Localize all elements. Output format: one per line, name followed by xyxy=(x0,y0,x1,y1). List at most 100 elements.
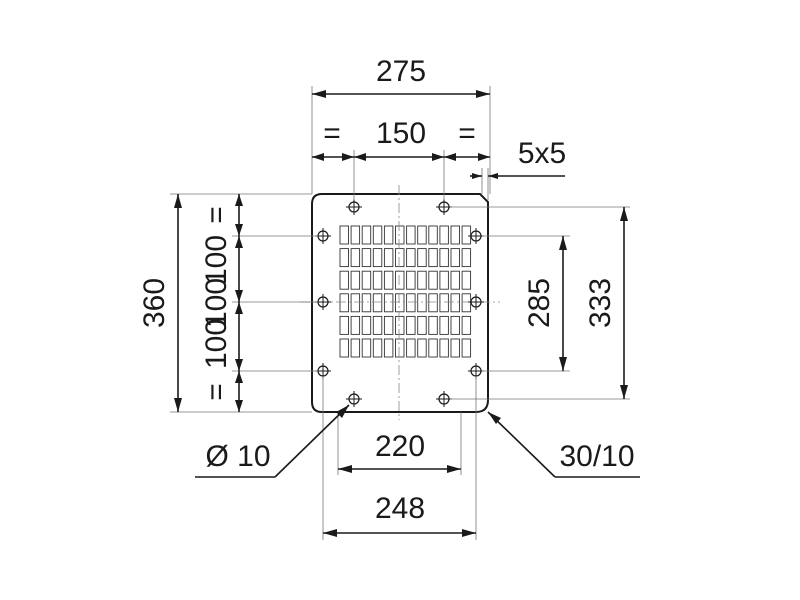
grille-slot xyxy=(350,293,361,313)
mounting-holes xyxy=(315,199,484,407)
grille-slot xyxy=(450,338,460,358)
grille-slot xyxy=(406,225,416,245)
grille-slot xyxy=(339,315,349,335)
grille-slot xyxy=(383,270,394,290)
grille-slot xyxy=(361,293,372,313)
grille-slot xyxy=(372,315,383,335)
vertical-pitch-2-label: 100 xyxy=(200,278,233,328)
grille-slot xyxy=(383,315,394,335)
grille-slot xyxy=(428,270,438,290)
grille-slot xyxy=(417,293,427,313)
grille-slot xyxy=(339,293,349,313)
grille-slot xyxy=(372,338,383,358)
grille-slot xyxy=(395,338,405,358)
grille-slot xyxy=(461,270,472,290)
center-lines xyxy=(300,185,500,420)
hole-icon xyxy=(436,391,452,407)
grille-width-label: 220 xyxy=(375,430,425,463)
grille-slot xyxy=(395,248,405,268)
grille-slot xyxy=(461,293,472,313)
grille-slot xyxy=(339,338,349,358)
grille-slot xyxy=(406,293,416,313)
grille-slot xyxy=(450,270,460,290)
grille-slot xyxy=(372,293,383,313)
side-hole-spacing-label: 248 xyxy=(375,492,425,525)
grille-slot xyxy=(383,338,394,358)
side-hole-height-label: 285 xyxy=(523,278,556,328)
grille-slot xyxy=(372,248,383,268)
grille-slot xyxy=(428,338,438,358)
grille-slot xyxy=(361,225,372,245)
grille-slot xyxy=(461,338,472,358)
grille-slot xyxy=(339,225,349,245)
grille-slot xyxy=(406,248,416,268)
grille-slot xyxy=(383,225,394,245)
grille-slot xyxy=(439,248,449,268)
overall-height-label: 360 xyxy=(138,278,171,328)
grille-slot xyxy=(339,248,349,268)
grille-slot xyxy=(350,338,361,358)
extension-lines xyxy=(170,86,630,540)
grille-slot xyxy=(350,315,361,335)
grille-slot xyxy=(406,338,416,358)
height-333-label: 333 xyxy=(584,278,617,328)
overall-width-label: 275 xyxy=(376,55,426,88)
grille-slot xyxy=(383,293,394,313)
grille-slot xyxy=(339,270,349,290)
grille-slot xyxy=(439,315,449,335)
grille-slot xyxy=(461,225,472,245)
grille-slot xyxy=(361,315,372,335)
grille-slot xyxy=(461,248,472,268)
hole-icon xyxy=(468,228,484,244)
hole-icon xyxy=(436,199,452,215)
grille-slot xyxy=(417,315,427,335)
vertical-equal-top-label: = xyxy=(200,206,233,224)
grille-slot xyxy=(372,225,383,245)
grille-slot xyxy=(450,293,460,313)
grille-slot xyxy=(428,225,438,245)
grille-slot xyxy=(361,338,372,358)
grille-slot xyxy=(417,338,427,358)
vertical-pitch-1-label: 100 xyxy=(200,235,233,285)
vertical-equal-bottom-label: = xyxy=(200,383,233,401)
grille-slots xyxy=(339,225,472,358)
grille-slot xyxy=(417,270,427,290)
grille-slot xyxy=(395,225,405,245)
grille-slot xyxy=(395,293,405,313)
grille-slot xyxy=(350,248,361,268)
grille-slot xyxy=(450,225,460,245)
equal-right-label: = xyxy=(458,117,476,150)
grille-slot xyxy=(361,270,372,290)
grille-slot xyxy=(450,248,460,268)
hole-diameter-label: Ø 10 xyxy=(205,440,270,473)
grille-slot xyxy=(417,225,427,245)
grille-slot xyxy=(461,315,472,335)
grille-slot xyxy=(350,270,361,290)
grille-slot xyxy=(439,338,449,358)
grille-slot xyxy=(395,315,405,335)
grille-slot xyxy=(439,225,449,245)
grille-slot xyxy=(439,293,449,313)
hole-icon xyxy=(346,391,362,407)
vertical-pitch-3-label: 100 xyxy=(200,319,233,369)
notch-label: 5x5 xyxy=(518,137,566,170)
hole-spacing-top-label: 150 xyxy=(376,117,426,150)
grille-slot xyxy=(428,293,438,313)
equal-left-label: = xyxy=(323,117,341,150)
grille-slot xyxy=(383,248,394,268)
grille-slot xyxy=(406,315,416,335)
grille-slot xyxy=(406,270,416,290)
grille-slot xyxy=(428,315,438,335)
corner-radius-label: 30/10 xyxy=(559,440,634,473)
grille-slot xyxy=(439,270,449,290)
grille-slot xyxy=(361,248,372,268)
dimension-lines xyxy=(174,90,640,537)
hole-icon xyxy=(468,294,484,310)
grille-slot xyxy=(450,315,460,335)
grille-slot xyxy=(350,225,361,245)
grille-slot xyxy=(395,270,405,290)
grille-slot xyxy=(372,270,383,290)
hole-icon xyxy=(346,199,362,215)
grille-slot xyxy=(417,248,427,268)
